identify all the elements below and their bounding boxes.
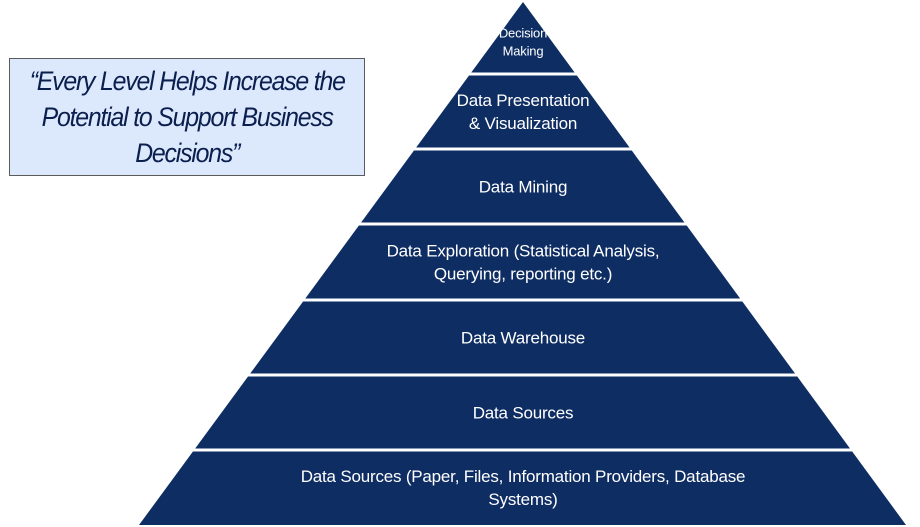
pyramid-level-1-label-line-2: Making xyxy=(503,44,544,59)
pyramid-level-7-label-line-2: Systems) xyxy=(488,490,557,509)
pyramid-level-4: Data Exploration (Statistical Analysis, Q… xyxy=(304,224,742,300)
pyramid-level-4-label-line-2: Querying, reporting etc.) xyxy=(434,264,612,283)
pyramid-level-7: Data Sources (Paper, Files, Information … xyxy=(139,450,906,525)
quote-box: “Every Level Helps Increase the Potentia… xyxy=(9,58,365,176)
pyramid-level-shape xyxy=(415,74,631,149)
pyramid-level-6-label-line-1: Data Sources xyxy=(473,403,574,422)
pyramid-level-7-label-line-1: Data Sources (Paper, Files, Information … xyxy=(301,467,746,486)
pyramid-level-shape xyxy=(139,450,906,525)
pyramid-level-shape xyxy=(194,375,852,450)
pyramid-level-3-label-line-1: Data Mining xyxy=(479,177,568,196)
pyramid-level-shape xyxy=(470,2,576,74)
pyramid-level-5: Data Warehouse xyxy=(249,300,797,375)
pyramid-level-5-label-line-1: Data Warehouse xyxy=(461,328,585,347)
quote-line-2: Potential to Support Business xyxy=(41,102,333,132)
quote-line-3: Decisions” xyxy=(134,138,240,168)
pyramid-level-shape xyxy=(304,224,742,300)
pyramid-level-6: Data Sources xyxy=(194,375,852,450)
quote-text: “Every Level Helps Increase the Potentia… xyxy=(29,63,345,171)
pyramid-level-shape xyxy=(360,149,686,224)
pyramid-level-2-label-line-1: Data Presentation xyxy=(457,91,590,110)
quote-line-1: “Every Level Helps Increase the xyxy=(29,66,345,96)
pyramid-level-2-label-line-2: & Visualization xyxy=(469,114,577,133)
pyramid-level-shape xyxy=(249,300,797,375)
pyramid-level-1-label-line-1: Decision xyxy=(499,26,547,41)
pyramid-level-2: Data Presentation & Visualization xyxy=(415,74,631,149)
pyramid-level-3: Data Mining xyxy=(360,149,686,224)
pyramid-level-4-label-line-1: Data Exploration (Statistical Analysis, xyxy=(387,241,660,260)
